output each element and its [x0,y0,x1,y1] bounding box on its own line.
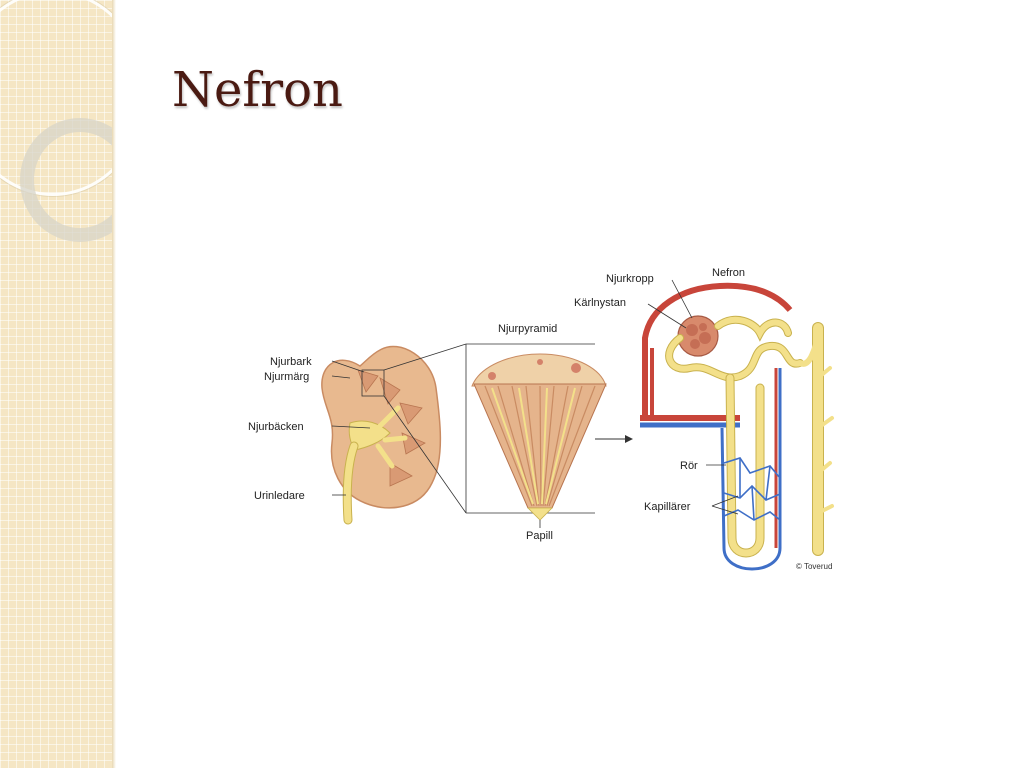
label-kapillarer: Kapillärer [644,501,691,513]
label-njurmarg: Njurmärg [264,371,309,383]
label-njurkropp: Njurkropp [606,273,654,285]
label-urinledare: Urinledare [254,490,305,502]
slide-title: Nefron [172,62,343,118]
sidebar-edge [112,0,116,768]
label-njurpyramid: Njurpyramid [498,323,557,335]
label-credit: © Toverud [796,562,832,571]
pyramid-illustration [465,343,607,528]
kidney-illustration [321,345,442,525]
decorative-sidebar [0,0,112,768]
label-njurbark: Njurbark [270,356,312,368]
nephron-illustration [640,282,834,571]
label-njurbacken: Njurbäcken [248,421,304,433]
label-nefron: Nefron [712,267,745,279]
nephron-diagram: Njurbark Njurmärg Njurbäcken Urinledare [248,267,834,571]
label-papill: Papill [526,530,553,542]
label-karlnystan: Kärlnystan [574,297,626,309]
label-ror: Rör [680,460,698,472]
